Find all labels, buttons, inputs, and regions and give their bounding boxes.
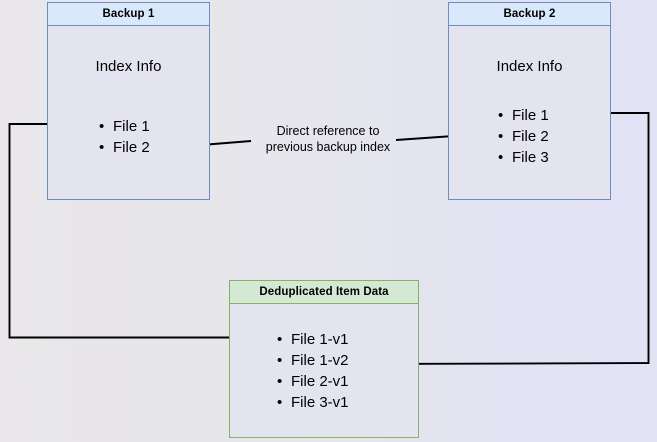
list-item: File 1-v2 [277, 350, 349, 371]
node-backup1-section-label: Index Info [95, 58, 162, 75]
node-backup1-item-list: File 1 File 2 [99, 116, 150, 158]
node-deduplicated-item-list: File 1-v1 File 1-v2 File 2-v1 File 3-v1 [277, 329, 349, 413]
list-item: File 3 [498, 147, 549, 168]
node-deduplicated-item-data[interactable]: Deduplicated Item Data File 1-v1 File 1-… [229, 280, 419, 438]
list-item: File 2 [498, 126, 549, 147]
list-item: File 1 [99, 116, 150, 137]
list-item: File 1 [498, 105, 549, 126]
list-item: File 1-v1 [277, 329, 349, 350]
node-backup1[interactable]: Backup 1 Index Info File 1 File 2 [47, 2, 210, 200]
node-backup2-item-list: File 1 File 2 File 3 [498, 105, 549, 168]
list-item: File 3-v1 [277, 392, 349, 413]
node-backup2-header: Backup 2 [449, 3, 610, 26]
node-deduplicated-item-data-header: Deduplicated Item Data [230, 281, 418, 304]
node-backup2-section-label: Index Info [496, 58, 563, 75]
node-backup1-header: Backup 1 [48, 3, 209, 26]
node-backup1-body: Index Info File 1 File 2 [48, 26, 209, 199]
node-backup2[interactable]: Backup 2 Index Info File 1 File 2 File 3 [448, 2, 611, 200]
list-item: File 2-v1 [277, 371, 349, 392]
edge-label-direct-reference: Direct reference to previous backup inde… [265, 124, 391, 154]
list-item: File 2 [99, 137, 150, 158]
node-deduplicated-item-data-body: File 1-v1 File 1-v2 File 2-v1 File 3-v1 [230, 304, 418, 437]
node-backup2-body: Index Info File 1 File 2 File 3 [449, 26, 610, 199]
